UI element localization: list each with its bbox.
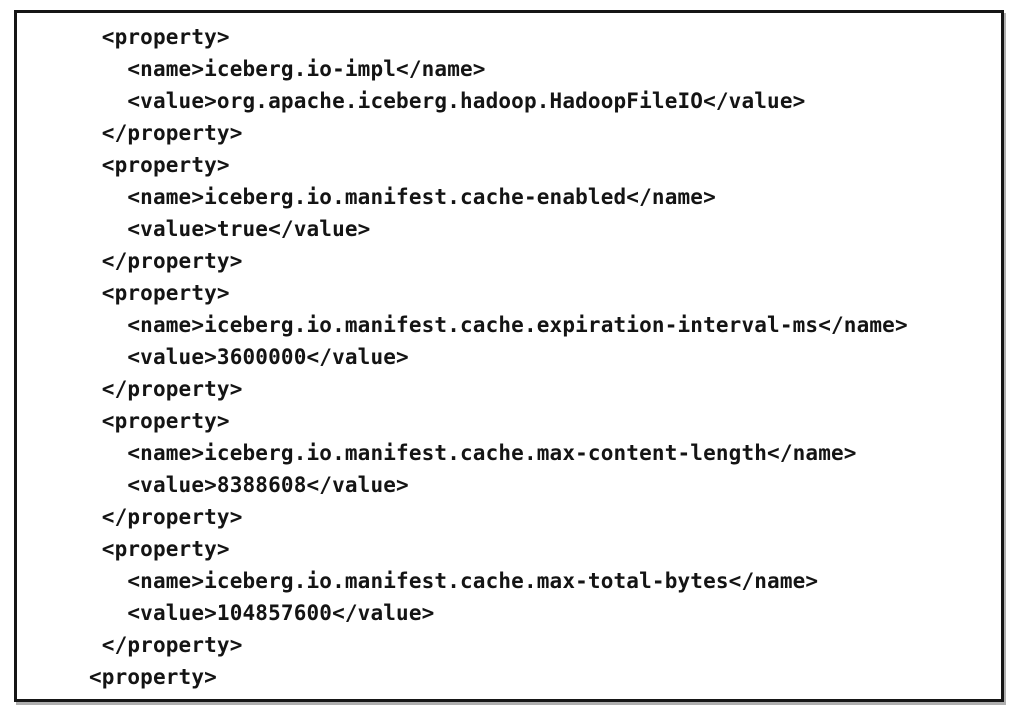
code-listing-frame: <property> <name>iceberg.io-impl</name> … bbox=[14, 10, 1004, 702]
xml-code-listing: <property> <name>iceberg.io-impl</name> … bbox=[89, 25, 908, 689]
